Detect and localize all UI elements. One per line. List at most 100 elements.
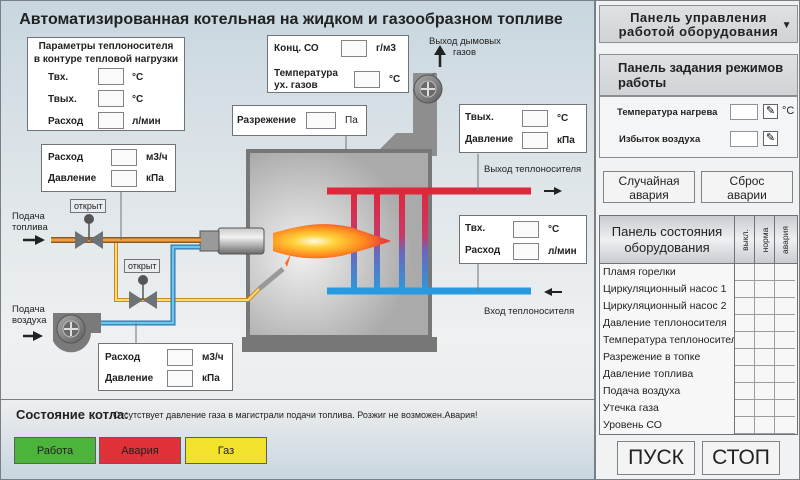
control-title-2: работой оборудования: [618, 24, 779, 39]
draft-box: Разрежение Па: [232, 105, 367, 136]
fuel-valve-state[interactable]: открыт: [70, 199, 107, 213]
status-row-label: Циркуляционный насос 1: [600, 281, 735, 298]
status-cell-normal: [755, 366, 775, 383]
outlet-label: Выход теплоносителя: [484, 164, 582, 175]
alarm-indicator-button[interactable]: Авария: [99, 437, 181, 464]
edit-heat-temp-icon[interactable]: ✎: [763, 104, 778, 119]
boiler-status-label: Состояние котла:: [16, 407, 129, 422]
fuel-pressure-unit: кПа: [146, 173, 164, 184]
draft-unit: Па: [345, 115, 358, 126]
status-cell-normal: [755, 400, 775, 417]
status-table-row: Температура теплоносителя: [600, 332, 797, 349]
random-fault-button[interactable]: Случайная авария: [603, 171, 695, 203]
gas-indicator-button[interactable]: Газ: [185, 437, 267, 464]
status-cell-off: [735, 383, 755, 400]
inlet-params-box: Твх. °C Расход л/мин: [459, 215, 587, 264]
co-unit: г/м3: [376, 43, 396, 54]
flue-exit-label-2: газов: [453, 47, 477, 58]
stop-button[interactable]: СТОП: [702, 441, 780, 475]
inlet-flow-field: [513, 243, 539, 260]
status-cell-normal: [755, 383, 775, 400]
co-field: [341, 40, 367, 57]
heat-temp-label: Температура нагрева: [617, 107, 718, 118]
edit-excess-air-icon[interactable]: ✎: [763, 131, 778, 146]
status-cell-normal: [755, 417, 775, 434]
inlet-tin-label: Твх.: [465, 223, 486, 234]
status-cell-off: [735, 366, 755, 383]
status-row-label: Разрежение в топке: [600, 349, 735, 366]
air-blower: [53, 313, 101, 353]
boiler-base: [242, 337, 437, 352]
work-indicator-button[interactable]: Работа: [14, 437, 96, 464]
column-normal-label: норма: [759, 227, 770, 252]
status-row-label: Давление теплоносителя: [600, 315, 735, 332]
flue-temp-unit: °C: [389, 74, 401, 85]
air-pressure-label: Давление: [105, 373, 154, 384]
status-cell-alarm: [775, 383, 795, 400]
fuel-supply-label-2: топлива: [12, 222, 48, 233]
heat-temp-unit: °C: [782, 105, 795, 117]
start-button[interactable]: ПУСК: [617, 441, 695, 475]
status-cell-normal: [755, 315, 775, 332]
status-cell-off: [735, 332, 755, 349]
status-cell-alarm: [775, 298, 795, 315]
fuel-flow-field: [111, 149, 137, 166]
air-pressure-unit: кПа: [202, 373, 220, 384]
status-row-label: Циркуляционный насос 2: [600, 298, 735, 315]
mode-settings-header: Панель задания режимов работы: [599, 54, 798, 96]
status-cell-alarm: [775, 417, 795, 434]
random-fault-label-1: Случайная: [618, 174, 680, 188]
tout-label: Твых.: [48, 94, 77, 105]
fuel-flow-unit: м3/ч: [146, 152, 168, 163]
boiler-status-message: Отсутствует давление газа в магистрали п…: [113, 410, 478, 420]
ignition-valve-state[interactable]: открыт: [124, 259, 161, 273]
outlet-pressure-unit: кПа: [557, 135, 575, 146]
status-cell-off: [735, 349, 755, 366]
flue-temp-label-2: ух. газов: [274, 80, 318, 91]
flow-unit: л/мин: [132, 116, 161, 127]
status-cell-alarm: [775, 281, 795, 298]
tout-unit: °C: [132, 94, 144, 105]
status-cell-off: [735, 400, 755, 417]
status-row-label: Утечка газа: [600, 400, 735, 417]
status-table-row: Давление теплоносителя: [600, 315, 797, 332]
heat-load-tin-field: [98, 68, 124, 85]
status-row-label: Температура теплоносителя: [600, 332, 735, 349]
fuel-params-box: Расход м3/ч Давление кПа: [41, 144, 176, 192]
status-row-label: Давление топлива: [600, 366, 735, 383]
flue-temp-field: [354, 71, 380, 88]
status-cell-alarm: [775, 349, 795, 366]
flue-gas-box: Конц. СО г/м3 Температура ух. газов °C: [267, 35, 409, 93]
tin-label: Твх.: [48, 72, 69, 83]
excess-air-label: Избыток воздуха: [619, 134, 701, 145]
reset-fault-button[interactable]: Сброс аварии: [701, 171, 793, 203]
boiler-diagram: [23, 45, 562, 353]
ignition-valve: [129, 275, 157, 309]
status-table-row: Подача воздуха: [600, 383, 797, 400]
status-cell-off: [735, 417, 755, 434]
status-table-row: Утечка газа: [600, 400, 797, 417]
air-pressure-field: [167, 370, 193, 387]
heat-temp-input[interactable]: [730, 104, 758, 120]
mode-title-1: Панель задания режимов: [618, 60, 784, 75]
control-title-1: Панель управления: [630, 10, 767, 25]
chevron-down-icon[interactable]: ▼: [781, 20, 792, 31]
status-table-header: Панель состояния оборудования выкл. норм…: [600, 216, 797, 264]
outlet-params-box: Твых. °C Давление кПа: [459, 104, 587, 153]
equipment-control-dropdown[interactable]: Панель управления работой оборудования ▼: [599, 5, 798, 43]
heat-load-title-1: Параметры теплоносителя: [38, 41, 174, 52]
column-alarm: авария: [775, 216, 795, 263]
equipment-status-table: Панель состояния оборудования выкл. норм…: [599, 215, 798, 435]
air-flow-label: Расход: [105, 352, 141, 363]
co-label: Конц. СО: [274, 43, 319, 54]
heat-load-flow-field: [98, 112, 124, 129]
control-panel: Панель управления работой оборудования ▼…: [595, 0, 800, 480]
status-table-row: Циркуляционный насос 2: [600, 298, 797, 315]
fuel-pressure-label: Давление: [48, 173, 97, 184]
inlet-flow-unit: л/мин: [548, 246, 577, 257]
tin-unit: °C: [132, 72, 144, 83]
status-row-label: Уровень СО: [600, 417, 735, 434]
status-table-title: Панель состояния оборудования: [600, 216, 735, 263]
flue-exit-label-1: Выход дымовых: [429, 36, 501, 47]
excess-air-input[interactable]: [730, 131, 758, 147]
